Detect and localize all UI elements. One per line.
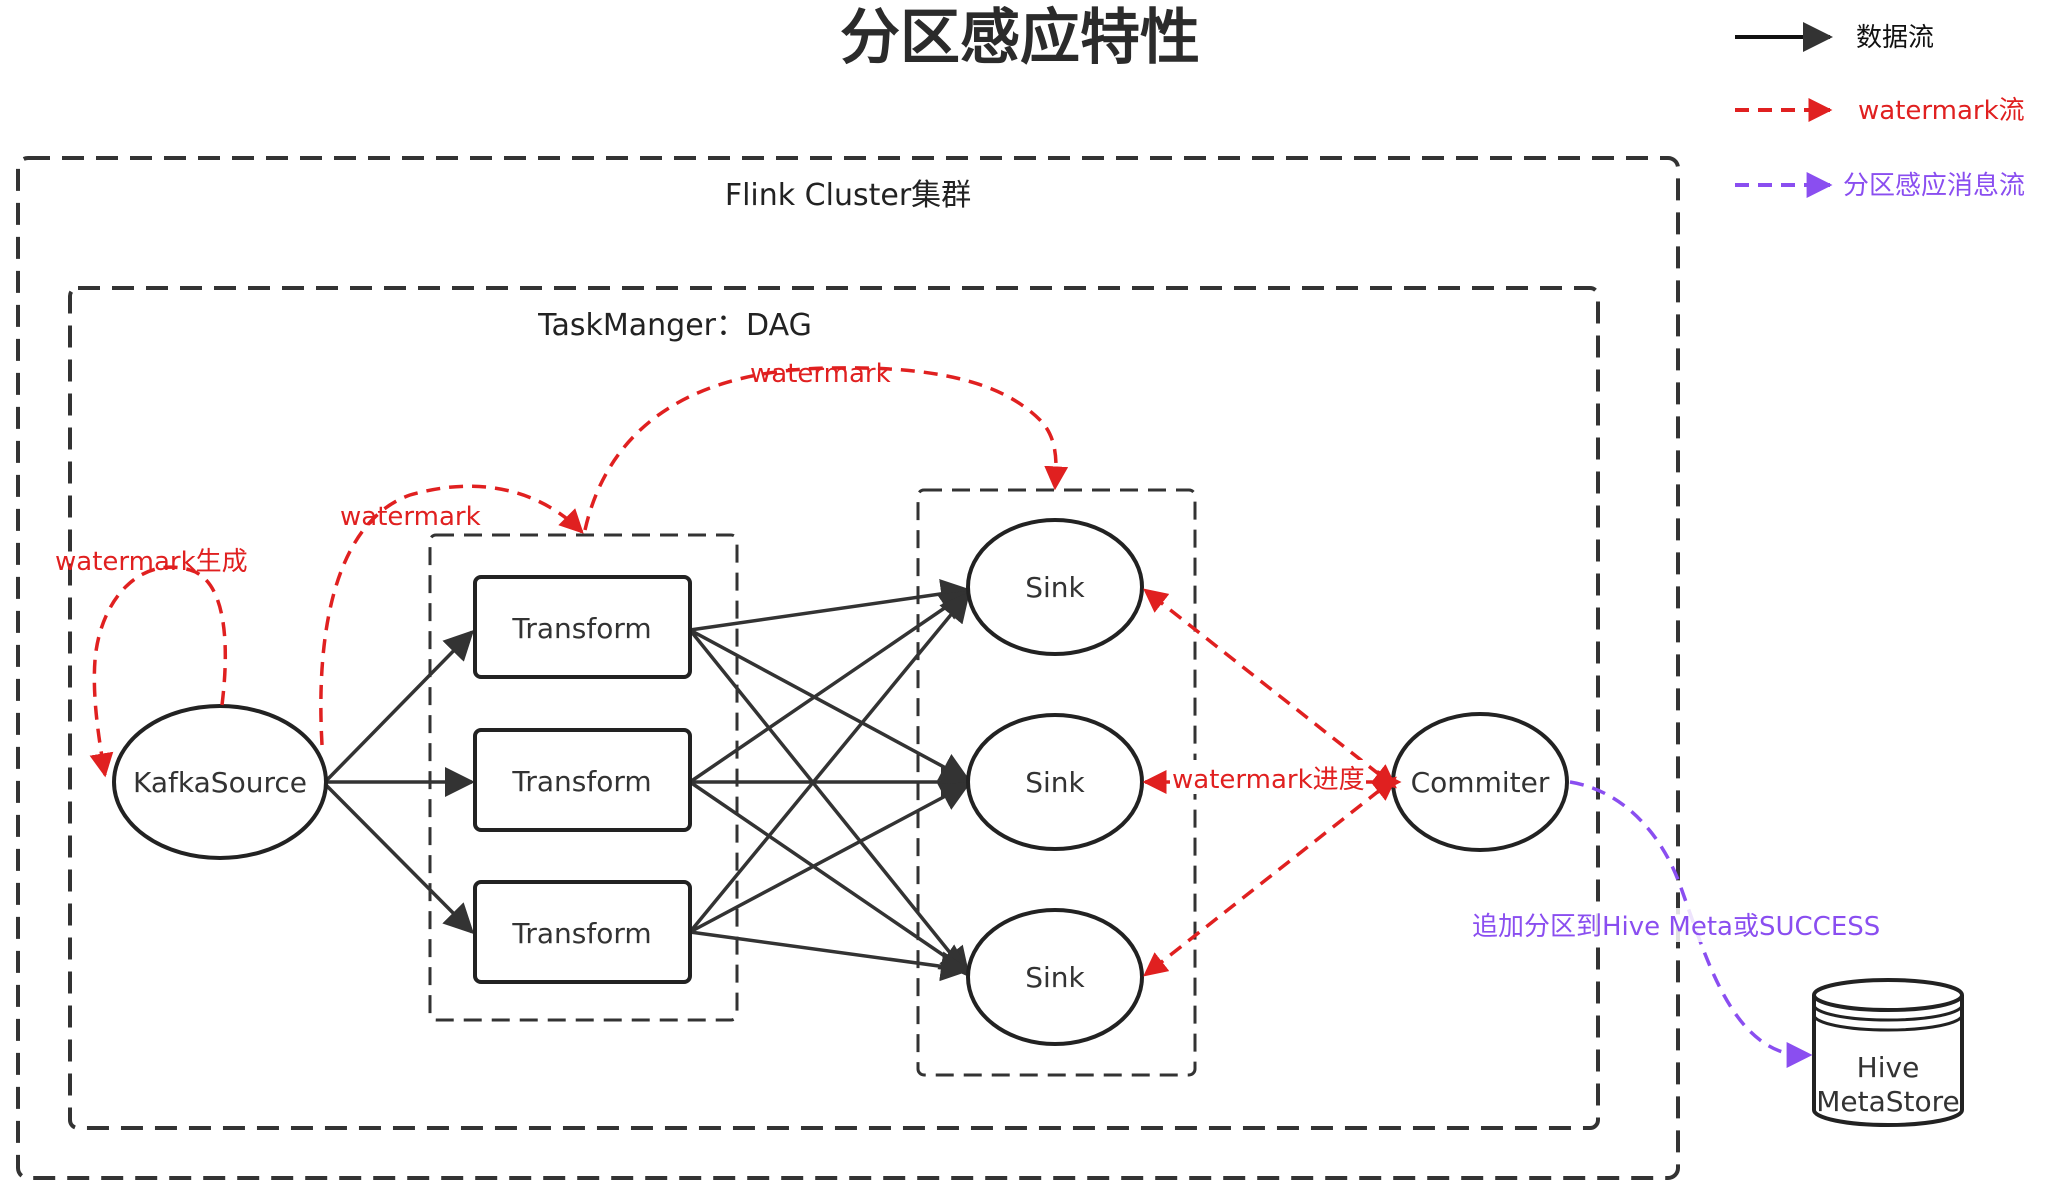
watermark-transform-label: watermark (340, 502, 481, 532)
sink-label: Sink (1025, 766, 1085, 799)
legend: 数据流 watermark流 分区感应消息流 (1735, 22, 2025, 201)
watermark-sink-label: watermark (750, 359, 891, 389)
metastore-label-line2: MetaStore (1816, 1085, 1960, 1118)
sink-label: Sink (1025, 571, 1085, 604)
watermark-transform-to-sink (583, 366, 1069, 531)
partition-commit-label: 追加分区到Hive Meta或SUCCESS (1472, 912, 1880, 942)
metastore-label-line1: Hive (1857, 1051, 1920, 1084)
sink-shape (966, 518, 1144, 656)
sink-node: Sink (966, 518, 1144, 656)
legend-watermark-label: watermark流 (1858, 96, 2025, 126)
transform-group (428, 533, 739, 1022)
committer-node: Commiter (1391, 712, 1569, 852)
transform-label: Transform (511, 765, 651, 798)
watermark-progress-sink3 (1143, 776, 1397, 977)
edge-t1-s1 (689, 578, 971, 632)
dataflow-edges (323, 578, 971, 982)
kafka-source-shape (112, 704, 328, 860)
metastore-ring (1812, 1004, 1964, 1022)
edge-t3-s3 (689, 930, 971, 982)
transform-label: Transform (511, 917, 651, 950)
edge-t1-s3 (688, 628, 970, 978)
legend-dataflow-label: 数据流 (1856, 23, 1934, 53)
transform-node: Transform (473, 880, 692, 984)
transform-node: Transform (473, 575, 692, 679)
legend-item-dataflow: 数据流 (1735, 22, 1934, 53)
partition-commit-label-bg (1470, 908, 1910, 942)
transform-label: Transform (511, 612, 651, 645)
kafka-source-node: KafkaSource (112, 704, 328, 860)
flink-cluster-container (16, 156, 1680, 1180)
watermark-progress-sink1 (1143, 588, 1397, 789)
metastore-ring (1812, 1014, 1964, 1032)
sink-label: Sink (1025, 961, 1085, 994)
edge-t3-s1 (688, 591, 970, 934)
kafka-source-label: KafkaSource (133, 766, 307, 799)
transform-box (473, 880, 692, 984)
legend-item-watermark: watermark流 (1735, 96, 2025, 126)
metastore-top (1812, 978, 1964, 1012)
watermark-source-to-transform (319, 484, 584, 746)
committer-label: Commiter (1411, 766, 1550, 799)
edge-t2-s1 (689, 590, 971, 784)
edge-source-transform1 (323, 629, 475, 784)
edge-t1-s2 (689, 628, 971, 782)
sink-shape (966, 713, 1144, 851)
sink-shape (966, 908, 1144, 1046)
sink-node: Sink (966, 908, 1144, 1046)
legend-partition-label: 分区感应消息流 (1843, 171, 2025, 201)
diagram-title: 分区感应特性 (840, 3, 1200, 73)
edge-t3-s2 (689, 782, 971, 934)
watermark-progress-label: watermark进度 (1172, 765, 1365, 795)
transform-box (473, 575, 692, 679)
legend-item-partition: 分区感应消息流 (1735, 171, 2025, 201)
flink-cluster-label: Flink Cluster集群 (725, 178, 971, 213)
edge-source-transform3 (323, 782, 475, 935)
watermark-generation-label: watermark生成 (55, 547, 248, 577)
watermark-progress-label-bg (1170, 760, 1366, 794)
edge-t2-s3 (689, 780, 971, 974)
watermark-generation-loop (89, 565, 228, 778)
taskmanager-label: TaskManger：DAG (537, 308, 812, 343)
transform-box (473, 728, 692, 832)
hive-metastore-node: Hive MetaStore (1812, 978, 1964, 1127)
sink-node: Sink (966, 713, 1144, 851)
taskmanager-container (68, 286, 1600, 1130)
transform-node: Transform (473, 728, 692, 832)
